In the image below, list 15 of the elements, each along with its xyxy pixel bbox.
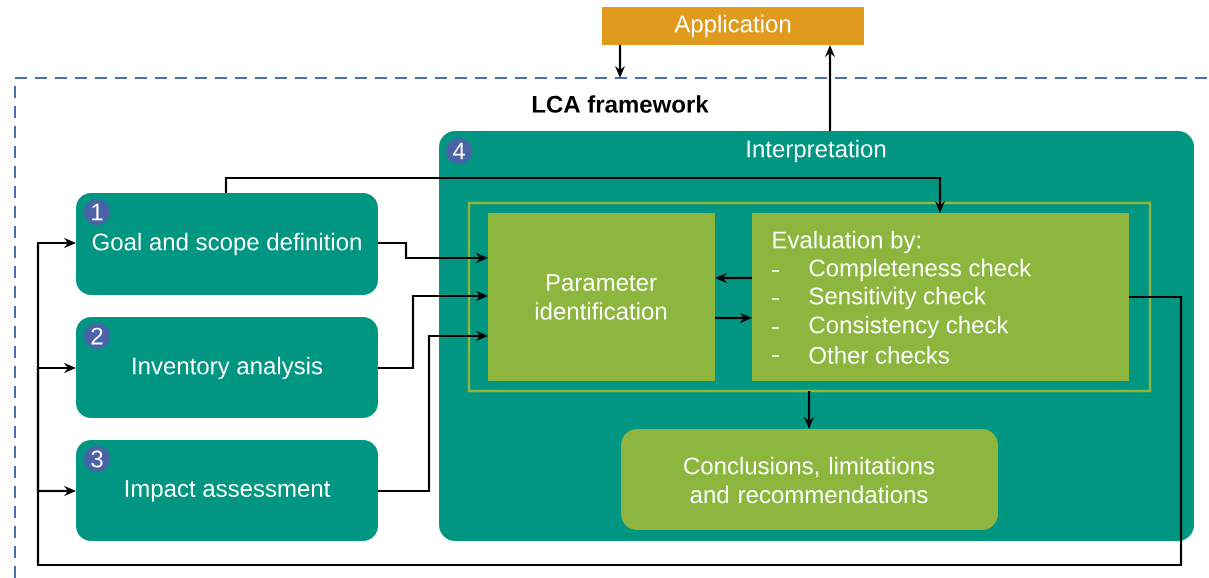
number-badge: 1 [84,199,110,225]
connector-line [36,295,1183,567]
number-badge: 2 [84,323,110,349]
process-box: Parameter identification [488,213,715,381]
application-box: Application [602,7,864,45]
list-item: Sensitivity check [809,286,986,310]
number-badge: 3 [84,446,110,472]
list-item: Other checks [809,346,949,364]
group-frame [467,201,1152,393]
list-item: Completeness check [809,258,1032,282]
frame-title: LCA framework [532,95,709,113]
list-item: Consistency check [809,315,1009,339]
number-badge: 4 [446,138,472,164]
process-box: Conclusions, limitations and recommendations [621,429,998,530]
list-heading: Evaluation by: [773,230,920,254]
